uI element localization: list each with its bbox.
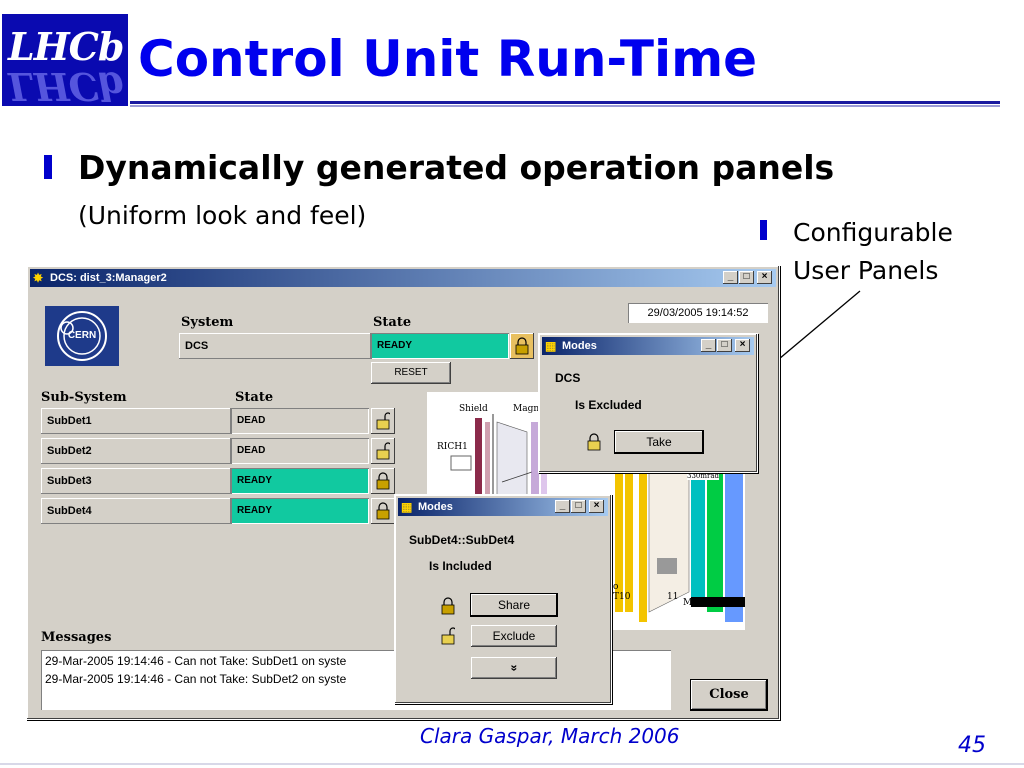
subsystem-lock-button[interactable] <box>371 468 395 494</box>
label-m: M <box>683 598 693 608</box>
modes-icon: ▦ <box>545 339 557 353</box>
slide-title: Control Unit Run-Time <box>138 30 758 88</box>
system-lock-button[interactable] <box>510 333 534 359</box>
label-o: o <box>613 582 619 592</box>
system-header: System <box>181 315 234 330</box>
reset-button[interactable]: RESET <box>371 362 451 384</box>
logo-reflection: LHCb <box>8 64 124 106</box>
subsystem-header: Sub-System <box>41 390 127 405</box>
messages-list[interactable]: 29-Mar-2005 19:14:46 - Can not Take: Sub… <box>41 650 671 710</box>
cern-logo-icon <box>57 311 107 361</box>
label-t10: T10 <box>613 592 631 602</box>
modes-dcs-title: Modes <box>562 340 597 352</box>
close-window-button[interactable]: × <box>735 339 750 352</box>
app-icon: ✸ <box>33 271 44 285</box>
exclude-button[interactable]: Exclude <box>471 625 557 647</box>
page-number: 45 <box>958 733 986 758</box>
subsystem-lock-button[interactable] <box>371 498 395 524</box>
title-rule <box>130 101 1000 104</box>
close-window-button[interactable]: × <box>589 500 604 513</box>
modes-subdet4-system: SubDet4::SubDet4 <box>409 533 515 547</box>
bullet-2-line2: User Panels <box>793 256 939 285</box>
label-rich1: RICH1 <box>437 442 468 452</box>
subsystem-state-cell[interactable]: DEAD <box>231 438 369 464</box>
message-line: 29-Mar-2005 19:14:46 - Can not Take: Sub… <box>45 672 347 686</box>
subsystem-state-cell[interactable]: READY <box>231 468 369 494</box>
modes-subdet4-title: Modes <box>418 501 453 513</box>
state-header: State <box>373 315 412 330</box>
maximize-button[interactable]: □ <box>571 500 586 513</box>
subsystem-state-header: State <box>235 390 274 405</box>
label-shield: Shield <box>459 404 488 414</box>
bullet-1-sub: (Uniform look and feel) <box>78 201 367 230</box>
system-name-cell: DCS <box>179 333 371 359</box>
message-line: 29-Mar-2005 19:14:46 - Can not Take: Sub… <box>45 654 347 668</box>
label-magnet: Magn <box>513 404 540 414</box>
minimize-button[interactable]: _ <box>723 271 738 284</box>
modes-subdet4-status: Is Included <box>429 559 492 573</box>
lock-open-icon <box>441 627 457 650</box>
footer-author: Clara Gaspar, March 2006 <box>420 724 680 748</box>
modes-dcs-status: Is Excluded <box>575 398 642 412</box>
lock-closed-icon <box>515 337 529 355</box>
bullet-1: Dynamically generated operation panels <box>78 148 835 187</box>
label-t11: 11 <box>667 592 679 602</box>
modes-subdet4-titlebar[interactable]: ▦ Modes _ □ × <box>398 498 608 516</box>
title-rule-light <box>130 105 1000 107</box>
modes-subdet4-window: ▦ Modes _ □ × SubDet4::SubDet4 Is Includ… <box>394 494 612 704</box>
bullet-2-line1: Configurable <box>793 218 953 247</box>
subsystem-name-cell: SubDet3 <box>41 468 231 494</box>
bullet-marker <box>760 220 767 240</box>
minimize-button[interactable]: _ <box>555 500 570 513</box>
close-window-button[interactable]: × <box>757 271 772 284</box>
chevron-double-down-icon: » <box>507 664 521 672</box>
lock-open-icon <box>376 442 390 460</box>
subsystem-name-cell: SubDet1 <box>41 408 231 434</box>
datetime-display: 29/03/2005 19:14:52 <box>628 303 768 323</box>
lhcb-logo: LHCb LHCb <box>2 14 128 106</box>
main-titlebar[interactable]: ✸ DCS: dist_3:Manager2 _ □ × <box>30 269 776 287</box>
bullet-marker <box>44 155 52 179</box>
minimize-button[interactable]: _ <box>701 339 716 352</box>
main-window-title: DCS: dist_3:Manager2 <box>50 272 167 284</box>
lock-closed-icon <box>376 472 390 490</box>
modes-dcs-titlebar[interactable]: ▦ Modes _ □ × <box>542 337 754 355</box>
logo-text: LHCb <box>8 24 124 69</box>
take-button[interactable]: Take <box>615 431 703 453</box>
maximize-button[interactable]: □ <box>739 271 754 284</box>
subsystem-name-cell: SubDet2 <box>41 438 231 464</box>
cern-label: CERN <box>67 330 97 341</box>
messages-header: Messages <box>41 630 112 645</box>
label-annot: 330mrad <box>687 472 719 480</box>
subsystem-state-cell[interactable]: READY <box>231 498 369 524</box>
subsystem-state-cell[interactable]: DEAD <box>231 408 369 434</box>
modes-dcs-system: DCS <box>555 371 581 385</box>
share-button[interactable]: Share <box>471 594 557 616</box>
bullet-2: Configurable User Panels <box>793 214 953 290</box>
maximize-button[interactable]: □ <box>717 339 732 352</box>
lock-closed-icon <box>441 597 455 620</box>
lock-open-icon <box>376 412 390 430</box>
lock-open-icon <box>587 433 601 456</box>
footer-rule <box>0 763 1024 765</box>
lock-closed-icon <box>376 502 390 520</box>
close-button[interactable]: Close <box>691 680 767 710</box>
modes-icon: ▦ <box>401 500 413 514</box>
subsystem-lock-button[interactable] <box>371 438 395 464</box>
modes-dcs-window: ▦ Modes _ □ × DCS Is Excluded Take <box>538 333 758 473</box>
expand-button[interactable]: » <box>471 657 557 679</box>
subsystem-lock-button[interactable] <box>371 408 395 434</box>
cern-logo: CERN <box>45 306 119 366</box>
subsystem-name-cell: SubDet4 <box>41 498 231 524</box>
system-state-cell[interactable]: READY <box>371 333 509 359</box>
